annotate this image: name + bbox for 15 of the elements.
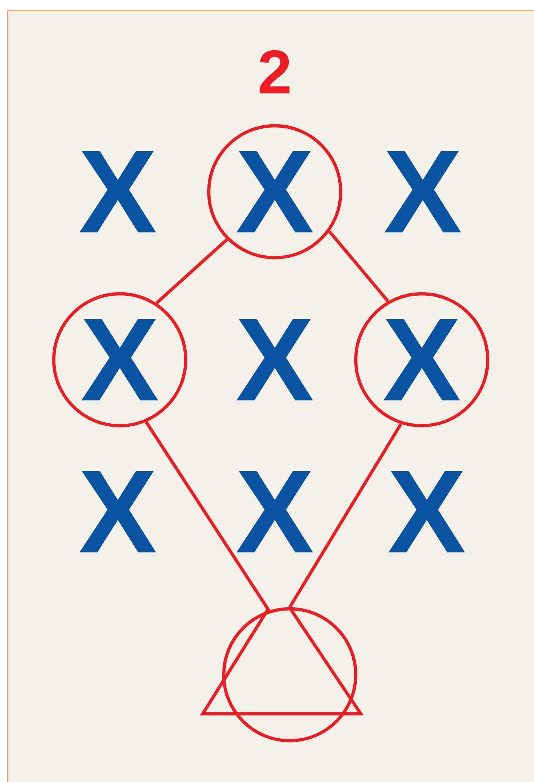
letter: X bbox=[388, 471, 466, 553]
circled-letter: X bbox=[52, 292, 188, 428]
letter: X bbox=[80, 471, 156, 553]
letter: X bbox=[236, 471, 314, 553]
circled-letter: X bbox=[207, 124, 343, 260]
letter: X bbox=[384, 151, 462, 233]
circle bbox=[222, 607, 358, 743]
line bbox=[328, 230, 390, 302]
title: 2 bbox=[260, 50, 290, 94]
letter: X bbox=[236, 319, 314, 401]
letter: X bbox=[80, 151, 156, 233]
line bbox=[288, 423, 402, 608]
line bbox=[156, 238, 228, 304]
line bbox=[145, 421, 270, 612]
circled-letter: X bbox=[354, 292, 490, 428]
